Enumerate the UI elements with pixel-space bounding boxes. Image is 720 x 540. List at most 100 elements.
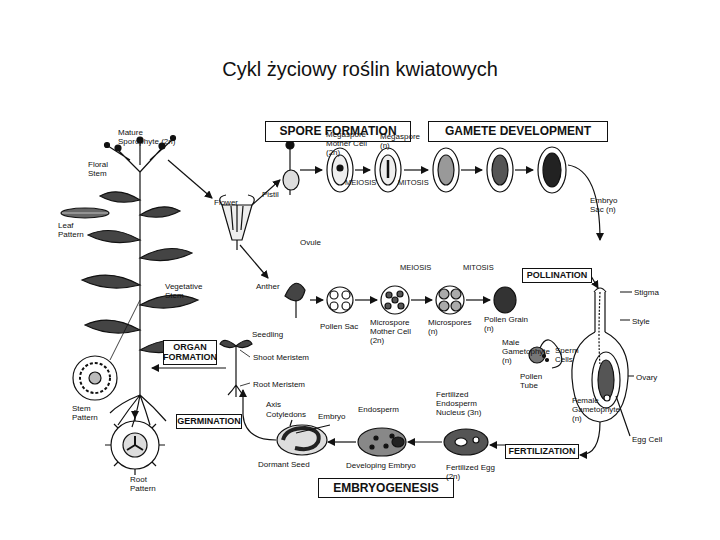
microspore-row-part (494, 287, 516, 313)
megaspore-row-part (337, 165, 343, 171)
root-pattern-part (127, 436, 143, 450)
microspore-row-part (451, 289, 461, 299)
part-label: Root Meristem (253, 380, 305, 389)
diagram-title: Cykl życiowy roślin kwiatowych (0, 58, 720, 81)
box-text: ORGAN FORMATION (163, 343, 217, 362)
mature-plant-part (82, 275, 140, 288)
seed-row-part (370, 445, 374, 449)
stage-box: ORGAN FORMATION (163, 340, 217, 365)
part-label: MITOSIS (398, 178, 429, 187)
megaspore-row-part (492, 155, 508, 185)
part-label: Ovary (636, 373, 657, 382)
stem-pattern-part (73, 356, 117, 400)
stage-box: FERTILIZATION (505, 444, 579, 459)
mature-plant-part (110, 395, 166, 427)
seedling-part (152, 367, 226, 368)
flower-part (168, 160, 212, 198)
megaspore-row-part (355, 169, 370, 170)
seed-row (243, 390, 600, 456)
seed-row-part (358, 428, 406, 456)
seed-row-part (283, 428, 319, 449)
part-label: Megaspore Mother Cell (2n) (326, 130, 378, 157)
box-text: FERTILIZATION (509, 447, 576, 456)
leaf-pattern (61, 208, 109, 218)
box-text: EMBRYOGENESIS (333, 482, 439, 495)
stage-box: POLLINATION (522, 268, 592, 283)
part-label: Male Gametophyte (n) (502, 338, 554, 365)
part-label: Sperm Cells (555, 346, 585, 364)
microspore-row-part (386, 292, 392, 298)
part-label: Flower (214, 198, 238, 207)
microspore-row-part (310, 299, 323, 300)
seed-row-part (392, 437, 404, 447)
part-label: Vegetative Stem (165, 282, 215, 300)
megaspore-row-part (286, 141, 294, 149)
megaspore-row-part (438, 155, 454, 185)
microspore-row-part (327, 287, 353, 313)
root-pattern-part (105, 415, 165, 475)
megaspore-row-part (283, 170, 299, 190)
box-text: GERMINATION (177, 417, 240, 426)
part-label: Pollen Tube (520, 372, 556, 390)
megaspore-row-part (433, 148, 459, 192)
stem-pattern-part (89, 372, 101, 384)
mature-plant-part (140, 207, 180, 217)
microspore-row-part (411, 299, 432, 300)
microspore-row-part (381, 286, 409, 314)
seedling-part (240, 350, 250, 386)
part-label: Pollen Grain (n) (484, 315, 530, 333)
flower-part (240, 245, 268, 278)
part-label: Cotyledons (266, 410, 306, 419)
seed-row-part (580, 422, 600, 455)
part-label: Dormant Seed (258, 460, 310, 469)
microspore-row-part (466, 299, 490, 300)
seed-row-part (384, 444, 388, 448)
mature-plant (82, 136, 198, 428)
part-label: Root Pattern (130, 475, 160, 493)
megaspore-row-part (538, 147, 566, 193)
seed-row-part (455, 438, 467, 446)
part-label: MEIOSIS (400, 263, 431, 272)
part-label: Seedling (252, 330, 283, 339)
mature-plant-part (140, 249, 192, 261)
part-label: Endosperm (358, 405, 399, 414)
megaspore-row-part (515, 169, 533, 170)
mature-plant-part (88, 231, 140, 243)
seed-row-part (408, 441, 442, 442)
microspore-row-part (330, 291, 338, 299)
megaspore-row-part (461, 169, 482, 170)
part-label: Style (632, 317, 650, 326)
flower-part (222, 205, 252, 240)
microspore-row-part (385, 303, 391, 309)
megaspore-row-part (543, 153, 561, 187)
seed-row-part (290, 420, 330, 433)
part-label: Female Gametophyte (n) (572, 396, 624, 423)
seed-row-part (374, 436, 378, 440)
part-label: Stem Pattern (72, 404, 112, 422)
seedling-part (236, 340, 252, 347)
stage-box: EMBRYOGENESIS (318, 478, 454, 498)
seed-row-part (473, 437, 479, 443)
mature-plant-part (85, 320, 140, 333)
pistil-part (594, 288, 606, 292)
stem-pattern-part (80, 363, 110, 393)
seed-row-part (277, 425, 327, 455)
part-label: Fertilized Endosperm Nucleus (3n) (436, 390, 498, 417)
box-text: GAMETE DEVELOPMENT (445, 125, 591, 138)
flower-part (252, 180, 280, 205)
microspore-row-part (295, 300, 296, 318)
part-label: Fertilized Egg (2n) (446, 463, 496, 481)
part-label: Axis (266, 400, 281, 409)
part-label: Shoot Meristem (253, 353, 309, 362)
microspore-row-part (342, 302, 350, 310)
flower (168, 160, 280, 278)
part-label: Microspore Mother Cell (2n) (370, 318, 426, 345)
megaspore-row-part (487, 148, 513, 192)
part-label: Anther (256, 282, 280, 291)
pistil-part (591, 276, 598, 288)
part-label: Ovule (300, 238, 321, 247)
microspore-row-part (451, 301, 461, 311)
flower-part (231, 205, 243, 232)
microspore-row-part (392, 297, 398, 303)
